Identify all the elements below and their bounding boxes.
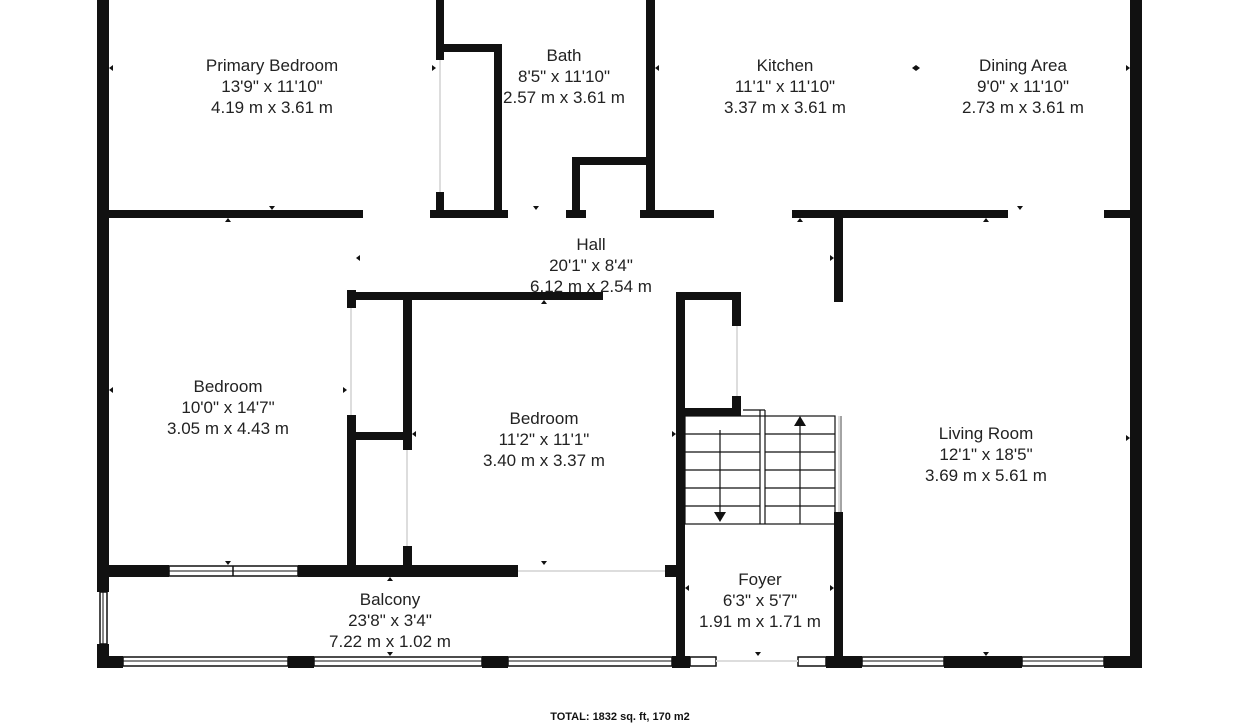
room-name: Dining Area <box>979 56 1067 75</box>
wall-row1-c <box>566 210 586 218</box>
staircase <box>684 409 842 525</box>
room-name: Living Room <box>938 424 1034 443</box>
wall-bottom-5 <box>826 656 862 668</box>
wall-center-bed-right <box>676 292 685 668</box>
wall-balcony-top-b <box>298 565 518 577</box>
room-name: Hall <box>576 235 606 254</box>
wall-bottom-2 <box>288 656 314 668</box>
room-imperial: 13'9" x 11'10" <box>221 77 323 96</box>
wall-left-bed-right <box>347 415 356 565</box>
room-label-living-room: Living Room 12'1" x 18'5" 3.69 m x 5.61 … <box>925 423 1047 486</box>
room-metric: 2.73 m x 3.61 m <box>962 98 1084 117</box>
wall-bath-kitchen <box>646 0 655 218</box>
room-metric: 3.40 m x 3.37 m <box>483 451 605 470</box>
room-imperial: 12'1" x 18'5" <box>939 445 1033 464</box>
wall-outer-right <box>1130 0 1142 668</box>
windows <box>99 565 1105 667</box>
room-metric: 3.05 m x 4.43 m <box>167 419 289 438</box>
openings <box>350 60 840 662</box>
room-metric: 7.22 m x 1.02 m <box>329 632 451 651</box>
dimension-ticks <box>109 65 1130 656</box>
wall-row1-a <box>97 210 363 218</box>
wall-balcony-top-a <box>97 565 169 577</box>
wall-foyer-right <box>834 512 843 668</box>
room-metric: 3.37 m x 3.61 m <box>724 98 846 117</box>
room-imperial: 20'1" x 8'4" <box>549 256 633 275</box>
wall-row1-b <box>430 210 508 218</box>
room-label-balcony: Balcony 23'8" x 3'4" 7.22 m x 1.02 m <box>329 589 451 652</box>
wall-closet-top <box>347 432 409 440</box>
room-label-dining-area: Dining Area 9'0" x 11'10" 2.73 m x 3.61 … <box>962 55 1084 118</box>
room-metric: 6.12 m x 2.54 m <box>530 277 652 296</box>
room-name: Balcony <box>359 590 421 609</box>
wall-closet-side <box>403 300 412 450</box>
room-metric: 4.19 m x 3.61 m <box>211 98 333 117</box>
wall-row1-d <box>640 210 714 218</box>
room-imperial: 10'0" x 14'7" <box>181 398 275 417</box>
wall-primary-bath <box>436 0 444 60</box>
room-imperial: 11'1" x 11'10" <box>734 77 836 96</box>
walls <box>97 0 1142 668</box>
room-label-bedroom-left: Bedroom 10'0" x 14'7" 3.05 m x 4.43 m <box>167 376 289 439</box>
room-imperial: 9'0" x 11'10" <box>977 77 1069 96</box>
room-imperial: 11'2" x 11'1" <box>498 430 590 449</box>
wall-bottom-3 <box>482 656 508 668</box>
room-label-bedroom-center: Bedroom 11'2" x 11'1" 3.40 m x 3.37 m <box>483 408 605 471</box>
window-foyer-right <box>797 656 827 667</box>
wall-living-stub <box>834 210 843 302</box>
total-area: TOTAL: 1832 sq. ft, 170 m2 <box>550 711 690 723</box>
wall-bath-closet-side <box>494 44 502 218</box>
wall-outer-left <box>97 0 109 592</box>
room-label-bath: Bath 8'5" x 11'10" 2.57 m x 3.61 m <box>503 45 625 108</box>
room-metric: 1.91 m x 1.71 m <box>699 612 821 631</box>
wall-stair-top <box>676 408 740 416</box>
wall-hall-row-b <box>676 292 740 300</box>
room-name: Kitchen <box>756 56 814 75</box>
wall-row1-f <box>1104 210 1142 218</box>
wall-primary-bath-low <box>436 192 444 218</box>
wall-bottom-1 <box>97 656 123 668</box>
wall-hall-row <box>347 292 603 300</box>
wall-bath-inner-top <box>572 157 652 165</box>
room-metric: 2.57 m x 3.61 m <box>503 88 625 107</box>
wall-stair-top-side <box>732 396 741 416</box>
wall-bath-inner-side <box>572 157 580 218</box>
room-label-kitchen: Kitchen 11'1" x 11'10" 3.37 m x 3.61 m <box>724 55 846 118</box>
room-label-primary-bedroom: Primary Bedroom 13'9" x 11'10" 4.19 m x … <box>206 55 338 118</box>
room-name: Bath <box>546 46 582 65</box>
wall-balcony-top-c <box>665 565 685 577</box>
room-imperial: 23'8" x 3'4" <box>348 611 432 630</box>
wall-closet-side-low <box>403 546 412 566</box>
wall-bath-closet-top <box>436 44 502 52</box>
room-label-hall: Hall 20'1" x 8'4" 6.12 m x 2.54 m <box>530 234 652 297</box>
room-metric: 3.69 m x 5.61 m <box>925 466 1047 485</box>
wall-row1-e <box>792 210 1008 218</box>
room-label-foyer: Foyer 6'3" x 5'7" 1.91 m x 1.71 m <box>699 569 821 632</box>
wall-stair-stub <box>732 292 741 326</box>
wall-bottom-6 <box>944 656 1022 668</box>
room-name: Primary Bedroom <box>205 56 339 75</box>
room-name: Bedroom <box>193 377 263 396</box>
room-name: Foyer <box>738 570 782 589</box>
room-imperial: 6'3" x 5'7" <box>722 591 798 610</box>
window-foyer-left <box>689 656 717 667</box>
wall-bottom-7 <box>1104 656 1142 668</box>
room-imperial: 8'5" x 11'10" <box>518 67 610 86</box>
room-name: Bedroom <box>509 409 579 428</box>
